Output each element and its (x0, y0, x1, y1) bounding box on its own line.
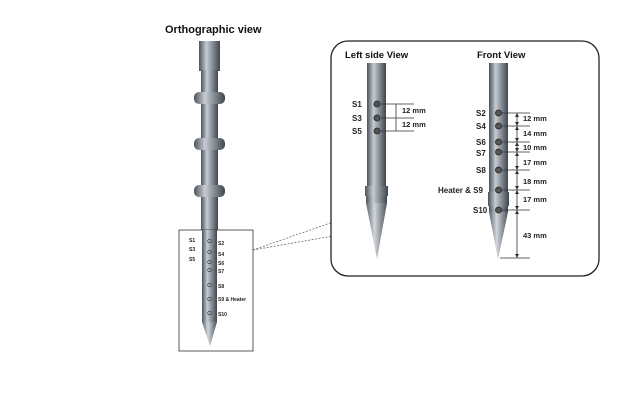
zoom-connector-bottom (252, 235, 334, 251)
front-view-dim-lines (500, 112, 530, 259)
front-view-dim-arrows (515, 113, 519, 258)
front-view-label-s6: S6 (476, 138, 486, 147)
left-view-label-s3: S3 (352, 114, 362, 123)
overview-label-s4: S4 (218, 252, 224, 258)
detail-panel (330, 40, 600, 277)
overview-title: Orthographic view (165, 24, 262, 36)
front-view-probe (488, 63, 509, 259)
probe-ring-2 (194, 138, 225, 150)
front-view-label-s10: S10 (473, 206, 488, 215)
front-view-dim-2: 14 mm (523, 129, 547, 138)
front-view-dim-5: 18 mm (523, 177, 547, 186)
overview-label-s8: S8 (218, 284, 224, 290)
overview-label-s7: S7 (218, 269, 224, 275)
probe-tip (202, 322, 217, 346)
probe-shaft (201, 150, 218, 186)
left-view-dim-lines (381, 103, 414, 132)
front-view-label-s4: S4 (476, 122, 486, 131)
front-view-label-s2: S2 (476, 109, 486, 118)
probe-ring-1 (194, 92, 225, 104)
left-view-label-s5: S5 (352, 127, 362, 136)
left-view-dim-1: 12 mm (402, 106, 426, 115)
front-view-dim-1: 12 mm (523, 114, 547, 123)
front-view-dim-4: 17 mm (523, 158, 547, 167)
front-view-dim-6: 17 mm (523, 195, 547, 204)
left-view-label-s1: S1 (352, 100, 362, 109)
probe-shaft (201, 197, 218, 230)
probe-shaft (201, 70, 218, 94)
front-view-dim-3: 10 mm (523, 143, 547, 152)
front-view-title: Front View (477, 50, 526, 61)
zoom-connector-top (252, 221, 334, 251)
left-view-holes (373, 100, 381, 135)
front-view-holes (495, 109, 502, 214)
overview-label-s6: S6 (218, 261, 224, 267)
probe-ring-3 (194, 185, 225, 197)
overview-label-s5: S5 (189, 257, 195, 263)
left-view-probe (365, 63, 388, 259)
front-view-label-s7: S7 (476, 149, 486, 158)
front-view-dim-7: 43 mm (523, 231, 547, 240)
overview-label-s2: S2 (218, 241, 224, 247)
probe-top-cap (199, 41, 220, 71)
overview-label-s3: S3 (189, 247, 195, 253)
left-view-dim-2: 12 mm (402, 120, 426, 129)
overview-label-s1: S1 (189, 238, 195, 244)
probe-shaft (201, 104, 218, 138)
front-view-label-s8: S8 (476, 166, 486, 175)
front-view-label-heater-s9: Heater & S9 (438, 186, 483, 195)
overview-label-s9: S9 & Heater (218, 297, 246, 303)
probe-shaft (202, 230, 217, 322)
overview-holes (207, 238, 212, 316)
overview-label-s10: S10 (218, 312, 227, 318)
left-view-title: Left side View (345, 50, 409, 61)
